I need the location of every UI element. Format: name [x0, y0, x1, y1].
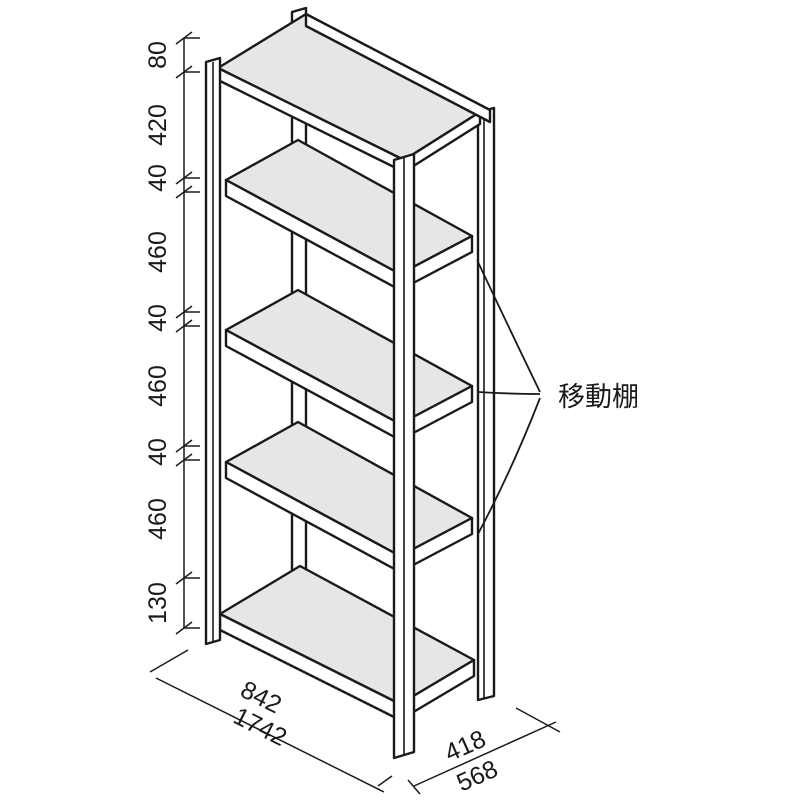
top-rear-beam [304, 12, 492, 124]
height-dimension-label: 40 [144, 164, 172, 192]
height-dimension-label: 460 [144, 498, 172, 540]
front-uprights [204, 56, 416, 760]
movable-shelf-2 [224, 288, 474, 442]
movable-shelf-3 [224, 420, 474, 574]
height-dimension-label: 420 [144, 104, 172, 146]
movable-shelf-callout-label: 移動棚 [558, 382, 639, 413]
height-dimension-label: 130 [144, 582, 172, 624]
height-dimension-line [175, 31, 200, 635]
depth-dimension: 418 568 [407, 707, 561, 797]
height-dimension-label: 80 [144, 41, 172, 69]
height-dimension-label: 40 [144, 438, 172, 466]
height-dimension-label: 40 [144, 304, 172, 332]
height-dimension-label: 460 [144, 231, 172, 273]
callout-leaders [477, 261, 541, 535]
height-dimension-labels: 80 420 40 460 40 460 40 460 130 [144, 41, 172, 624]
movable-shelf-1 [224, 138, 474, 292]
height-dimension-label: 460 [144, 365, 172, 407]
